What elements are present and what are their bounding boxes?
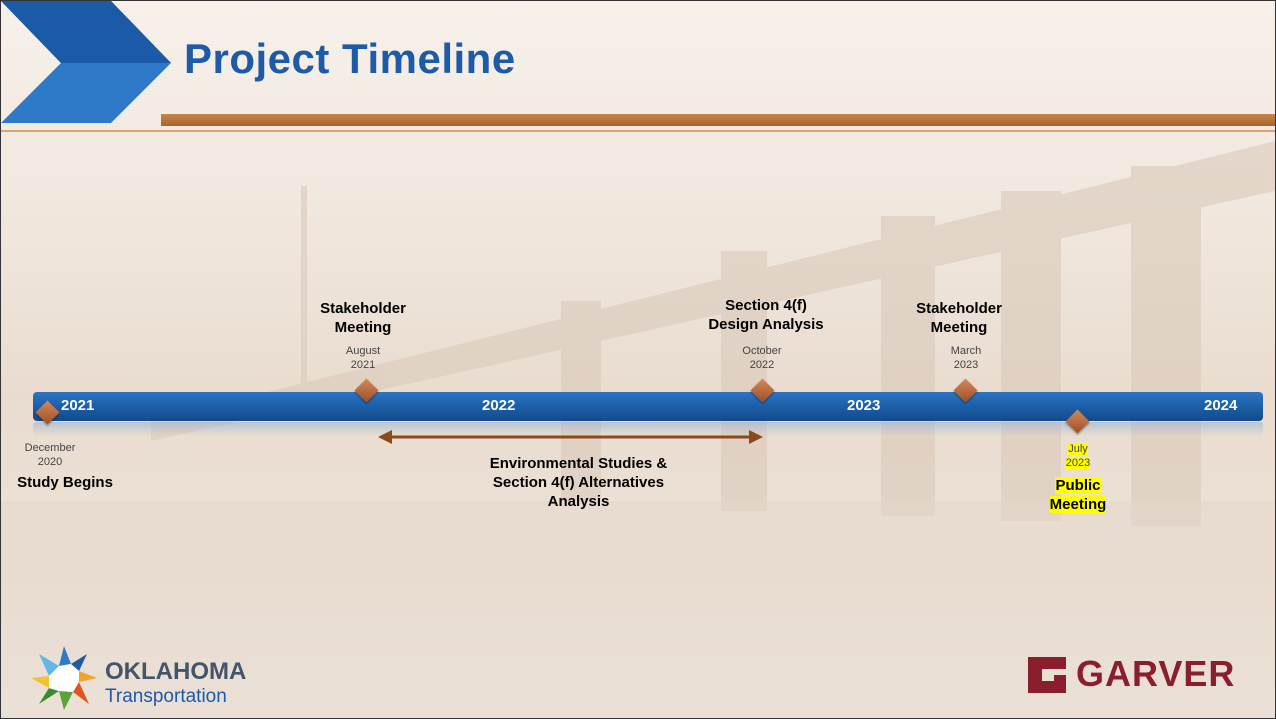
year-label-2024: 2024 (1204, 397, 1238, 414)
timeline-bar (33, 392, 1263, 421)
double-arrow-icon (378, 430, 763, 444)
milestone-label-study-begins: Study Begins (17, 474, 113, 491)
header-chevron-icon (1, 1, 171, 123)
header-divider (161, 114, 1275, 126)
logo-text-oklahoma: OKLAHOMA (105, 658, 247, 685)
logo-text-garver: GARVER (1076, 653, 1236, 694)
milestone-label-public-meeting: Public Meeting (1049, 477, 1107, 513)
garver-g-icon (1028, 657, 1066, 693)
milestone-date-section-4f-design: October 2022 (742, 345, 782, 371)
page-title: Project Timeline (184, 35, 516, 82)
garver-logo: GARVER (1026, 651, 1256, 701)
milestone-date-stakeholder-2023: March 2023 (950, 345, 982, 371)
star-burst-icon (31, 646, 97, 710)
year-label-2023: 2023 (847, 397, 881, 414)
span-label-environmental-studies: Environmental Studies & Section 4(f) Alt… (489, 455, 668, 510)
year-label-2021: 2021 (61, 397, 95, 414)
milestone-date-study-begins: December 2020 (24, 442, 76, 468)
header-divider-thin (1, 130, 1275, 132)
logo-text-transportation: Transportation (105, 686, 227, 707)
milestone-label-stakeholder-2023: Stakeholder Meeting (916, 300, 1002, 336)
milestone-date-stakeholder-2021: August 2021 (345, 345, 381, 371)
milestone-date-public-meeting: July 2023 (1065, 443, 1091, 469)
year-label-2022: 2022 (482, 397, 516, 414)
timeline-bar-reflection (33, 422, 1263, 436)
oklahoma-transportation-logo: OKLAHOMA Transportation (29, 644, 269, 712)
milestone-label-section-4f-design: Section 4(f) Design Analysis (708, 297, 824, 333)
milestone-label-stakeholder-2021: Stakeholder Meeting (320, 300, 406, 336)
